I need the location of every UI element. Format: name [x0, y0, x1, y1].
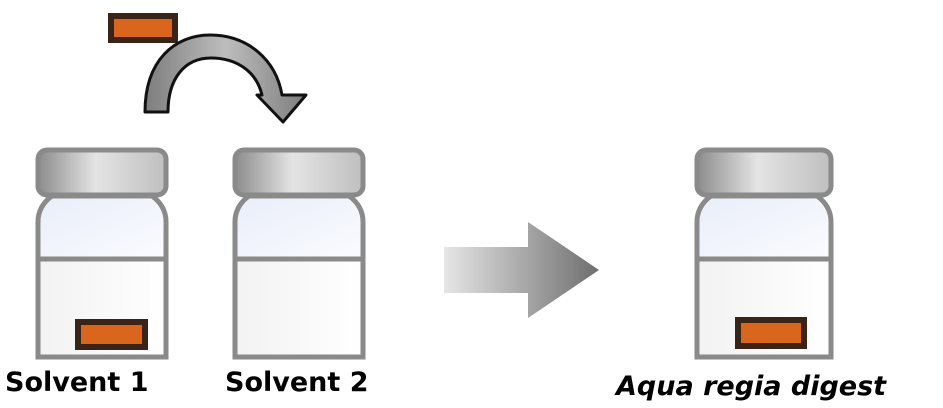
vial-1-cap: [35, 147, 169, 198]
transfer-sample-chip: [108, 13, 178, 43]
vial-2-shoulder: [238, 199, 360, 257]
vial-3-shoulder: [700, 199, 828, 257]
vial-1-label: Solvent 1: [5, 367, 149, 398]
vial-3-sample-chip: [735, 317, 807, 349]
vial-1-sample-chip: [75, 319, 148, 350]
curved-transfer-arrow: [143, 33, 308, 124]
vial-1-shoulder: [41, 199, 163, 257]
vial-3: [694, 147, 834, 360]
vial-2-cap: [232, 147, 366, 198]
process-arrow: [444, 222, 599, 318]
vial-1: [35, 147, 169, 360]
vial-3-cap: [694, 147, 834, 198]
vial-2: [232, 147, 366, 360]
vial-3-label: Aqua regia digest: [616, 371, 887, 402]
vial-2-label: Solvent 2: [225, 367, 369, 398]
